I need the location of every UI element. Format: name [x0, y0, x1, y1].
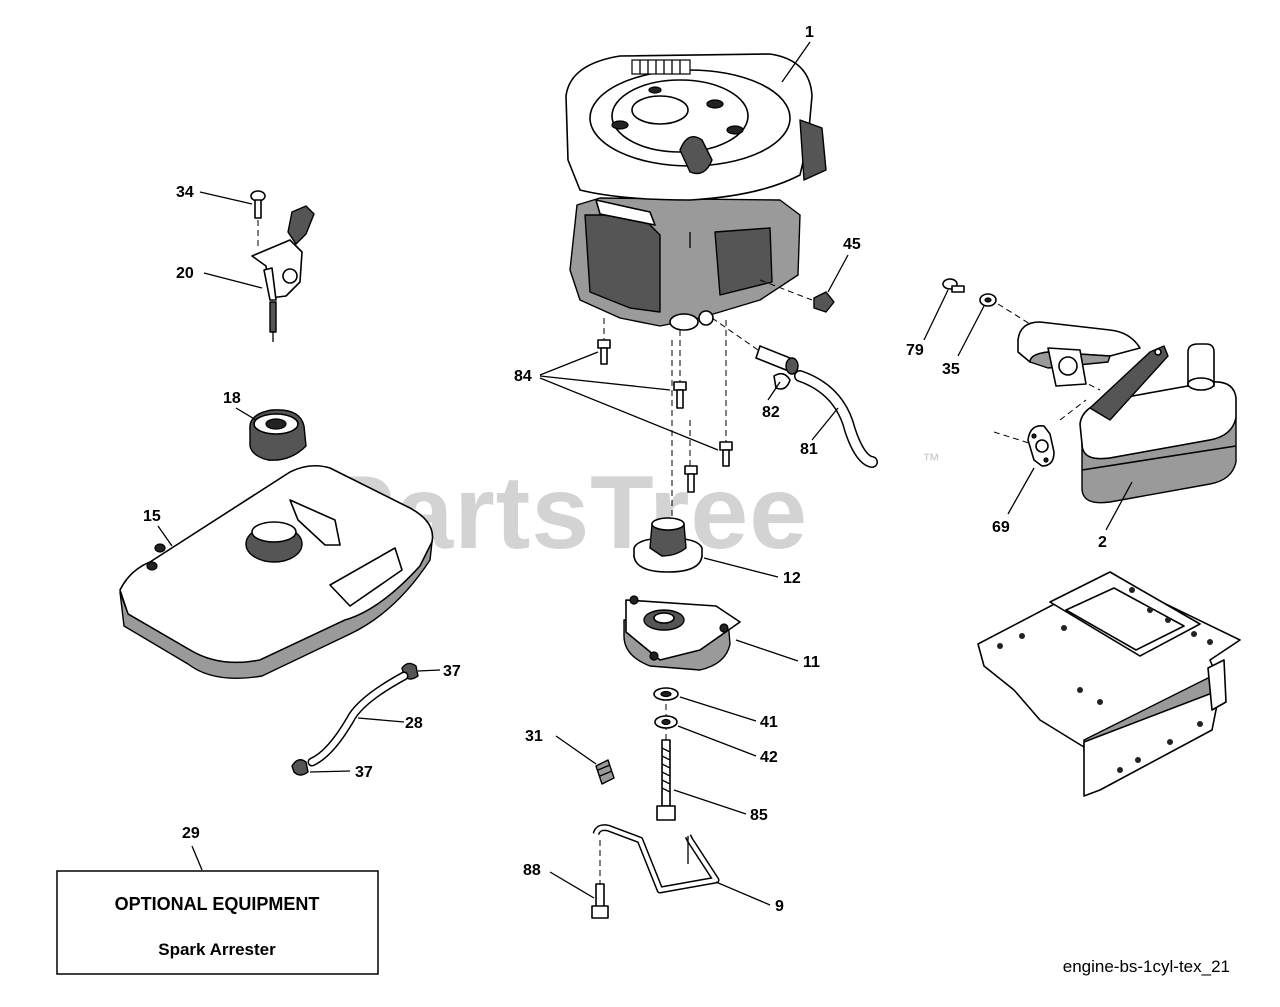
bolt-85[interactable]	[656, 739, 676, 821]
bolt-88[interactable]	[591, 883, 609, 919]
hose-clamp-37-lower[interactable]	[291, 759, 309, 776]
fuel-hose-81[interactable]	[794, 370, 878, 468]
fuel-line-28[interactable]	[307, 671, 409, 767]
throttle-control-20[interactable]	[251, 205, 315, 342]
pulley-12[interactable]	[633, 517, 703, 573]
callout-12: 12	[783, 570, 801, 587]
clutch-bracket-9[interactable]	[592, 824, 720, 894]
callout-81: 81	[800, 441, 818, 458]
callout-31: 31	[525, 728, 543, 745]
washer-35[interactable]	[979, 293, 997, 307]
callout-45: 45	[843, 236, 861, 253]
callout-9: 9	[775, 898, 784, 915]
fuel-filter-82[interactable]	[755, 345, 799, 390]
callout-82: 82	[762, 404, 780, 421]
optional-equipment-box: OPTIONAL EQUIPMENT Spark Arrester	[56, 870, 379, 975]
callout-37-upper: 37	[443, 663, 461, 680]
callout-34: 34	[176, 184, 194, 201]
callout-35: 35	[942, 361, 960, 378]
callout-15: 15	[143, 508, 161, 525]
screw-79[interactable]	[942, 278, 965, 293]
callout-29: 29	[182, 825, 200, 842]
callout-88: 88	[523, 862, 541, 879]
diagram-reference-code: engine-bs-1cyl-tex_21	[1063, 957, 1230, 976]
muffler-2[interactable]	[1017, 321, 1237, 504]
bolt-84-a[interactable]	[597, 339, 611, 365]
pto-clutch-11[interactable]	[623, 595, 741, 671]
lock-washer-42[interactable]	[654, 715, 678, 729]
optional-equipment-item: Spark Arrester	[158, 940, 276, 959]
shroud-grille	[631, 59, 691, 75]
callout-84: 84	[514, 368, 532, 385]
callout-1: 1	[805, 24, 814, 41]
callout-37-lower: 37	[355, 764, 373, 781]
spacer-31[interactable]	[595, 759, 615, 785]
callout-41: 41	[760, 714, 778, 731]
washer-41[interactable]	[653, 687, 679, 701]
callout-28: 28	[405, 715, 423, 732]
callout-85: 85	[750, 807, 768, 824]
nut-45[interactable]	[813, 291, 835, 313]
callout-42: 42	[760, 749, 778, 766]
callout-69: 69	[992, 519, 1010, 536]
watermark-trademark: ™	[922, 450, 940, 470]
callout-18: 18	[223, 390, 241, 407]
bolt-84-d[interactable]	[684, 465, 698, 493]
fuel-tank-15[interactable]	[119, 464, 434, 679]
optional-equipment-title: OPTIONAL EQUIPMENT	[115, 894, 320, 914]
callout-11: 11	[803, 654, 820, 671]
bolt-84-b[interactable]	[673, 381, 687, 409]
callout-20: 20	[176, 265, 194, 282]
engine[interactable]	[565, 53, 827, 331]
gasket-69[interactable]	[1027, 424, 1055, 467]
callout-79: 79	[906, 342, 924, 359]
fuel-cap-18[interactable]	[249, 409, 307, 461]
callout-2: 2	[1098, 534, 1107, 551]
engine-mount-plate[interactable]	[977, 571, 1241, 797]
screw-34[interactable]	[250, 190, 266, 219]
